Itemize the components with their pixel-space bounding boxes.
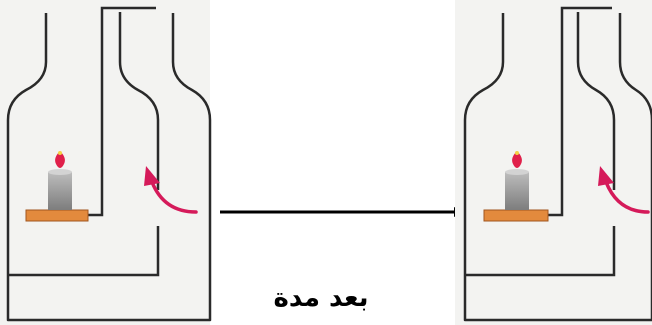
left-airflow-arrowhead [144,166,160,186]
right-flame-tip [515,151,519,155]
right-flame-icon [512,151,522,168]
left-inner-tube [87,6,156,217]
left-flame-tip [58,151,62,155]
right-apparatus [455,0,652,325]
left-inner-tube-2 [118,12,160,190]
left-platform [25,209,89,222]
left-apparatus [0,0,212,325]
left-airflow-arrow-icon [150,180,198,214]
right-bottle-outline [463,13,652,322]
left-panel-background [0,0,210,325]
caption-text: بعد مدة [273,283,369,313]
right-candle-top [505,169,529,175]
right-inner-tube-3 [465,226,616,277]
right-inner-tube [548,6,612,217]
left-bottle-outline [6,13,212,322]
right-airflow-arrowhead [598,166,614,186]
left-inner-tube-3 [8,226,160,277]
right-platform [483,209,549,222]
left-candle [48,172,72,210]
left-flame-icon [55,151,65,168]
right-airflow-arrow-icon [604,180,650,214]
right-candle [505,172,529,210]
right-inner-tube-2 [576,12,616,190]
left-candle-top [48,169,72,175]
